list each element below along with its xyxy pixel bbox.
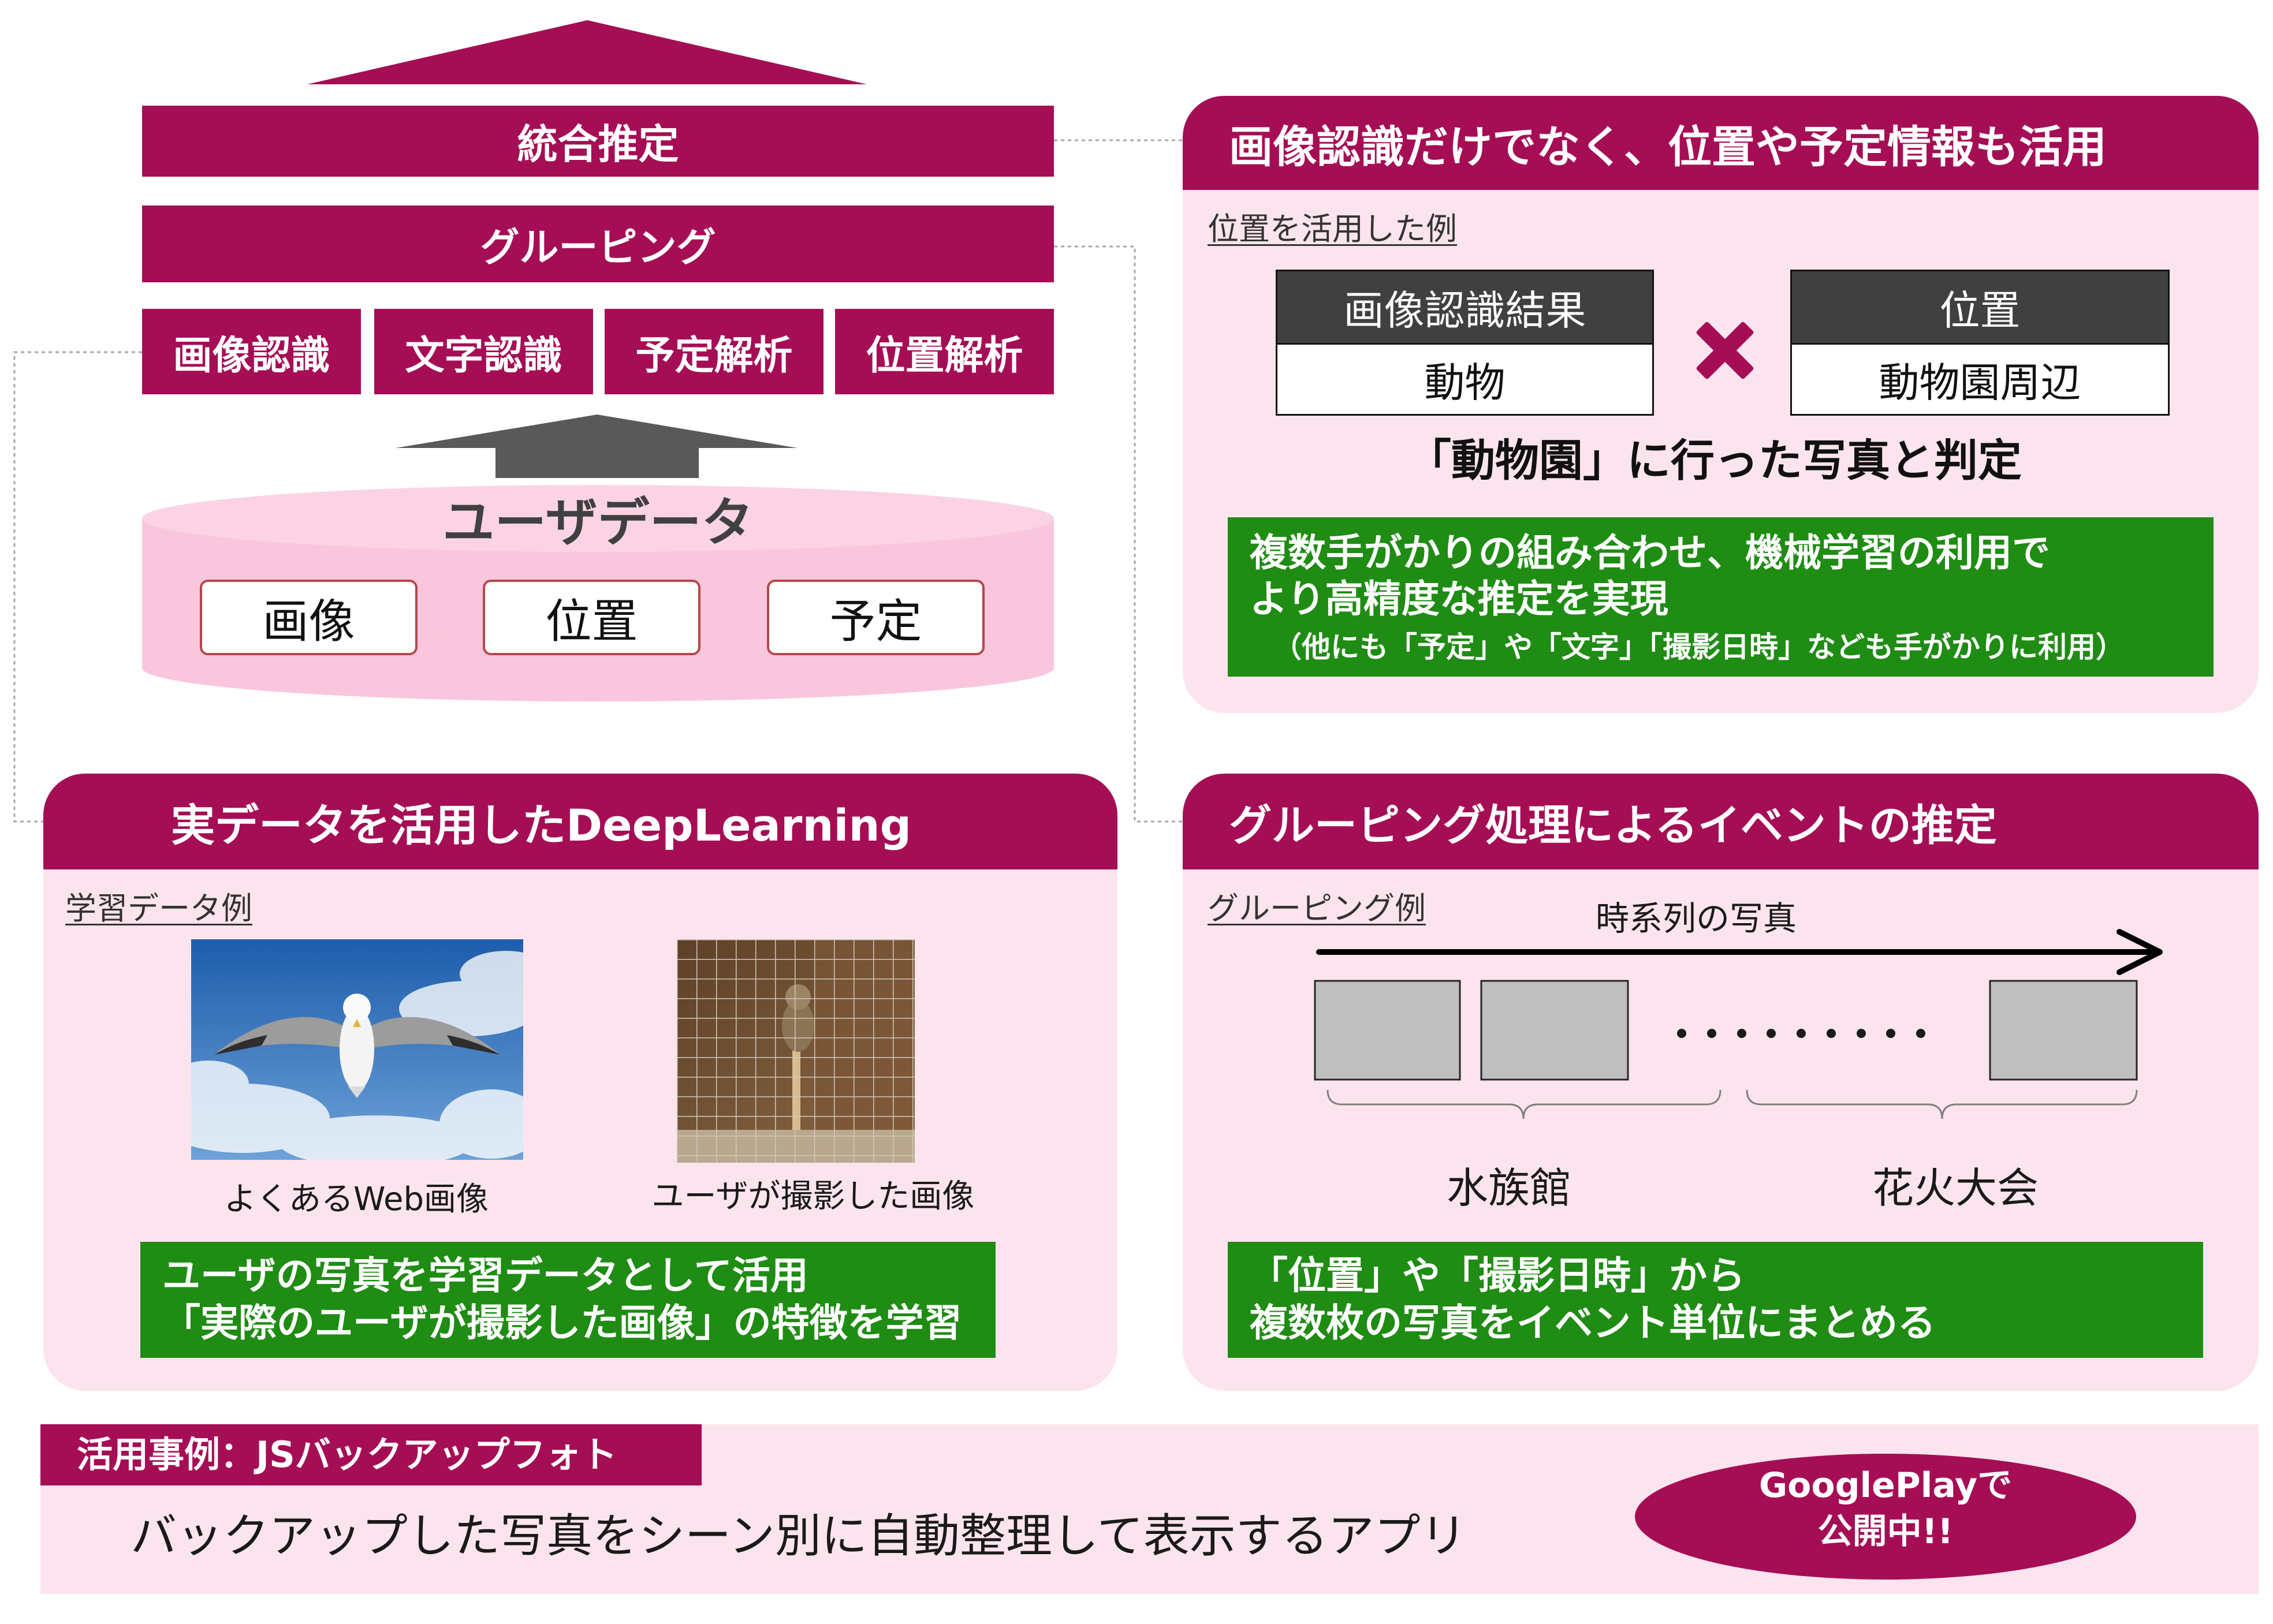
- db-item-label: 位置: [545, 594, 638, 648]
- table-header: 位置: [1792, 271, 2168, 343]
- caged-owl-photo: [677, 939, 915, 1163]
- timeline-arrow: [1316, 929, 2163, 975]
- note-line: ユーザの写真を学習データとして活用: [162, 1253, 808, 1298]
- use-case-description: バックアップした写真をシーン別に自動整理して表示するアプリ: [131, 1509, 1467, 1563]
- note-line: より高精度な推定を実現: [1250, 577, 1668, 621]
- group-label-aquarium: 水族館: [1446, 1164, 1571, 1212]
- location-panel: 画像認識だけでなく、位置や予定情報も活用 位置を活用した例 画像認識結果 動物 …: [1183, 96, 2259, 713]
- conclusion-text: 「動物園」に行った写真と判定: [1407, 435, 2022, 486]
- note-line: 複数枚の写真をイベント単位にまとめる: [1250, 1301, 1936, 1345]
- green-note: ユーザの写真を学習データとして活用 「実際のユーザが撮影した画像」の特徴を学習: [140, 1242, 996, 1358]
- connector-grouping-to-grouping-panel: [1054, 245, 1183, 823]
- group-brace: [1746, 1089, 2138, 1119]
- module-label: 文字認識: [405, 333, 562, 379]
- group-brace: [1326, 1089, 1721, 1119]
- module-schedule-analysis: 予定解析: [605, 309, 824, 394]
- table-cell: 動物: [1277, 343, 1652, 414]
- up-arrow-icon: [396, 415, 798, 478]
- photo-caption: よくあるWeb画像: [223, 1181, 489, 1218]
- note-subline: （他にも「予定」や「文字」「撮影日時」なども手がかりに利用）: [1273, 630, 2125, 664]
- note-line: 「実際のユーザが撮影した画像」の特徴を学習: [162, 1301, 962, 1345]
- timeline-label: 時系列の写真: [1595, 899, 1797, 938]
- panel-title: グルーピング処理によるイベントの推定: [1229, 800, 1997, 850]
- green-note: 複数手がかりの組み合わせ、機械学習の利用で より高精度な推定を実現 （他にも「予…: [1228, 517, 2214, 677]
- badge-line: GooglePlayで: [1758, 1465, 2013, 1506]
- panel-title: 実データを活用したDeepLearning: [171, 800, 911, 851]
- seagull-photo: [191, 939, 523, 1160]
- recognition-result-table: 画像認識結果 動物: [1276, 270, 1654, 416]
- connector-image-recognition-to-deeplearning-panel: [13, 351, 142, 823]
- note-line: 「位置」や「撮影日時」から: [1250, 1253, 1745, 1298]
- grouping-panel: グルーピング処理によるイベントの推定 グルーピング例 時系列の写真 水族館 花火…: [1183, 774, 2259, 1391]
- ellipsis-dots: [1677, 1029, 1925, 1038]
- photo-thumbnail: [1314, 980, 1461, 1081]
- top-roof-arrow: [307, 20, 867, 84]
- module-text-recognition: 文字認識: [374, 309, 593, 394]
- db-item-label: 画像: [262, 594, 355, 648]
- table-header: 画像認識結果: [1277, 271, 1652, 343]
- multiply-icon: [1696, 322, 1754, 379]
- module-location-analysis: 位置解析: [835, 309, 1054, 394]
- panel-header: 実データを活用したDeepLearning: [43, 774, 1117, 869]
- db-item-image: 画像: [200, 580, 418, 655]
- module-label: 位置解析: [866, 333, 1023, 379]
- photo-caption: ユーザが撮影した画像: [651, 1178, 975, 1215]
- module-label: 画像認識: [173, 333, 330, 379]
- panel-header: 画像認識だけでなく、位置や予定情報も活用: [1183, 96, 2259, 190]
- panel-title: 画像認識だけでなく、位置や予定情報も活用: [1229, 121, 2107, 173]
- table-cell: 動物園周辺: [1792, 343, 2168, 414]
- photo-thumbnail: [1989, 980, 2138, 1081]
- use-case-label: 活用事例：JSバックアップフォト: [40, 1424, 702, 1485]
- deeplearning-panel: 実データを活用したDeepLearning 学習データ例: [43, 774, 1117, 1391]
- grouping-diagram: [1314, 929, 2163, 1119]
- db-item-schedule: 予定: [767, 580, 985, 655]
- example-label: 位置を活用した例: [1208, 211, 1457, 247]
- user-data-title: ユーザデータ: [442, 492, 754, 553]
- example-label: グルーピング例: [1208, 890, 1426, 927]
- example-label: 学習データ例: [65, 890, 252, 927]
- db-item-location: 位置: [483, 580, 700, 655]
- photo-thumbnail: [1480, 980, 1629, 1081]
- note-line: 複数手がかりの組み合わせ、機械学習の利用で: [1250, 531, 2050, 575]
- location-table: 位置 動物園周辺: [1790, 270, 2170, 416]
- integration-estimation-label: 統合推定: [517, 121, 679, 168]
- use-case-label-text: 活用事例：JSバックアップフォト: [77, 1433, 617, 1476]
- grouping-label: グルーピング: [480, 225, 716, 271]
- module-label: 予定解析: [635, 333, 793, 379]
- db-item-label: 予定: [829, 594, 922, 648]
- grouping-bar: グルーピング: [142, 206, 1054, 282]
- integration-estimation-bar: 統合推定: [142, 106, 1054, 177]
- group-label-fireworks: 花火大会: [1872, 1164, 2039, 1212]
- module-image-recognition: 画像認識: [142, 309, 361, 394]
- badge-line: 公開中!!: [1817, 1511, 1954, 1552]
- panel-header: グルーピング処理によるイベントの推定: [1183, 774, 2259, 869]
- google-play-badge: GooglePlayで 公開中!!: [1635, 1454, 2136, 1580]
- green-note: 「位置」や「撮影日時」から 複数枚の写真をイベント単位にまとめる: [1228, 1242, 2203, 1358]
